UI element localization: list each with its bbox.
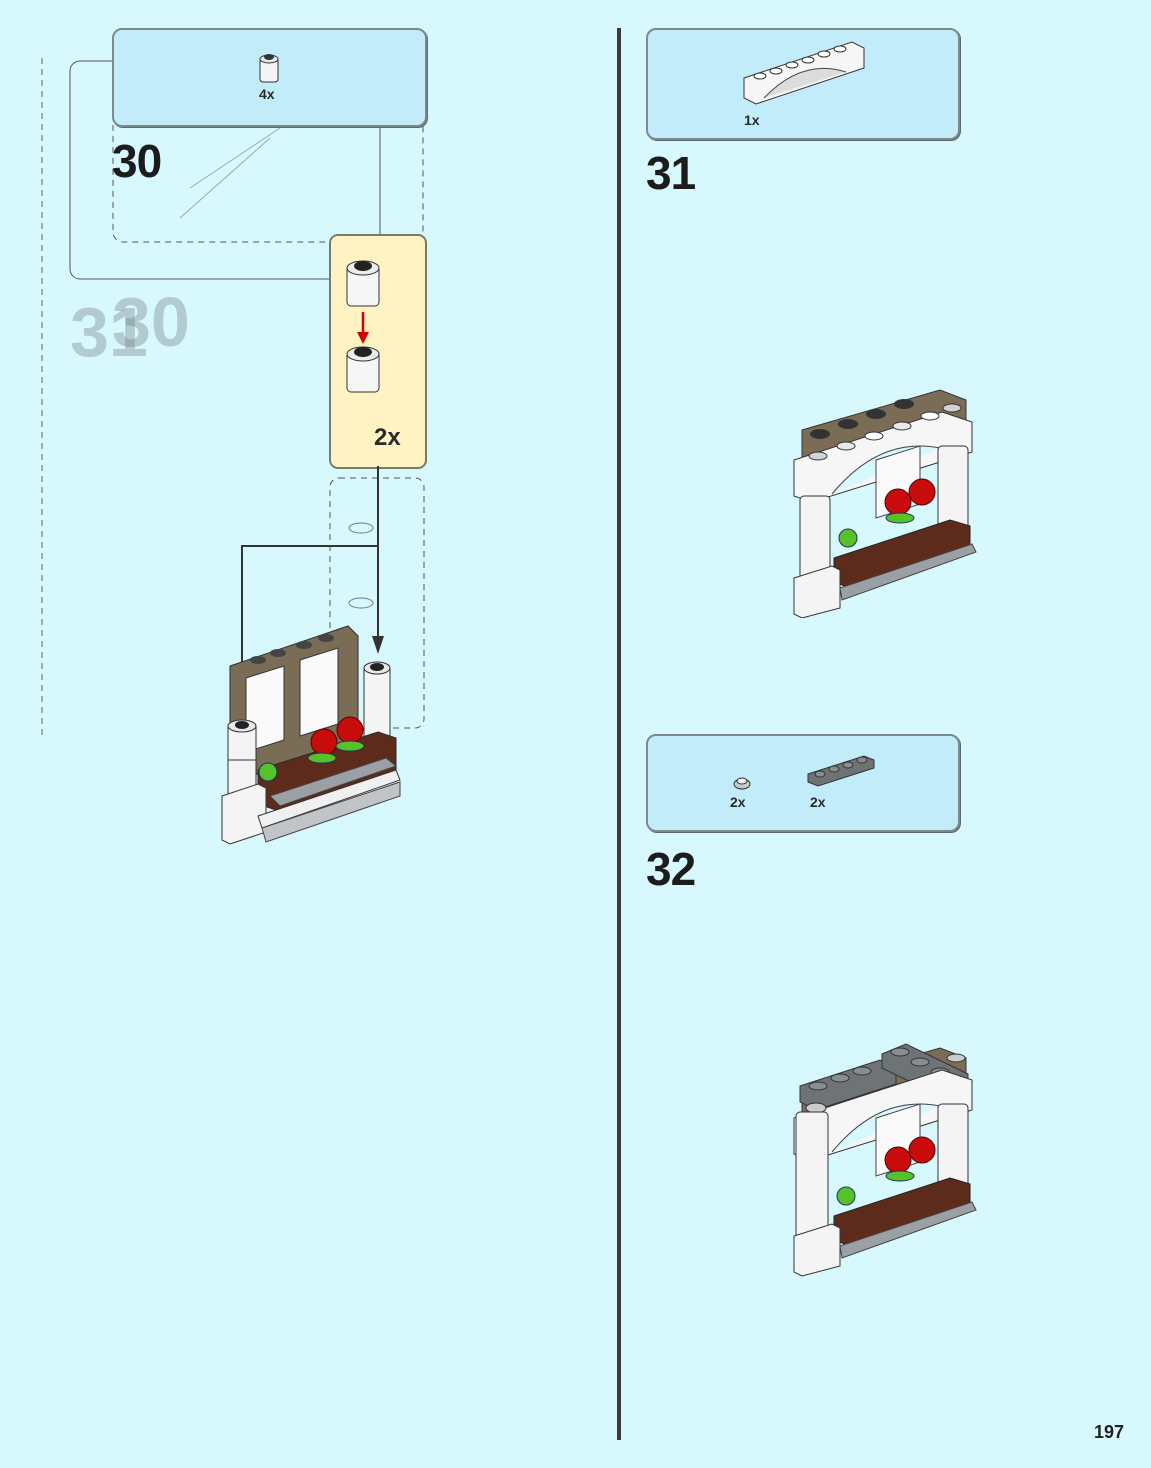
ghost-step-number: 31 bbox=[70, 293, 148, 371]
arch-1x6-white-icon bbox=[742, 38, 866, 117]
round-brick-stack-icon bbox=[343, 254, 383, 409]
step-number: 30 bbox=[112, 135, 162, 187]
plate-1x4-dark-grey-icon bbox=[806, 754, 876, 795]
part-quantity: 1x bbox=[744, 112, 760, 128]
arch-window-model-step-32 bbox=[790, 1040, 980, 1285]
part-quantity: 2x bbox=[810, 794, 826, 810]
part-quantity: 4x bbox=[259, 86, 275, 102]
step-number: 32 bbox=[646, 843, 696, 895]
page-number: 197 bbox=[1094, 1422, 1125, 1442]
parts-list-step-32 bbox=[646, 734, 960, 832]
round-brick-1x1-white-icon bbox=[258, 50, 280, 91]
column-divider bbox=[617, 28, 621, 1440]
ghost-step-number: 30 bbox=[112, 283, 190, 361]
arch-window-model-step-31 bbox=[790, 388, 980, 623]
window-model-step-30 bbox=[218, 620, 408, 855]
subassembly-quantity: 2x bbox=[374, 424, 401, 451]
part-quantity: 2x bbox=[730, 794, 746, 810]
round-plate-1x1-grey-icon bbox=[732, 772, 752, 797]
step-number: 31 bbox=[646, 147, 696, 199]
